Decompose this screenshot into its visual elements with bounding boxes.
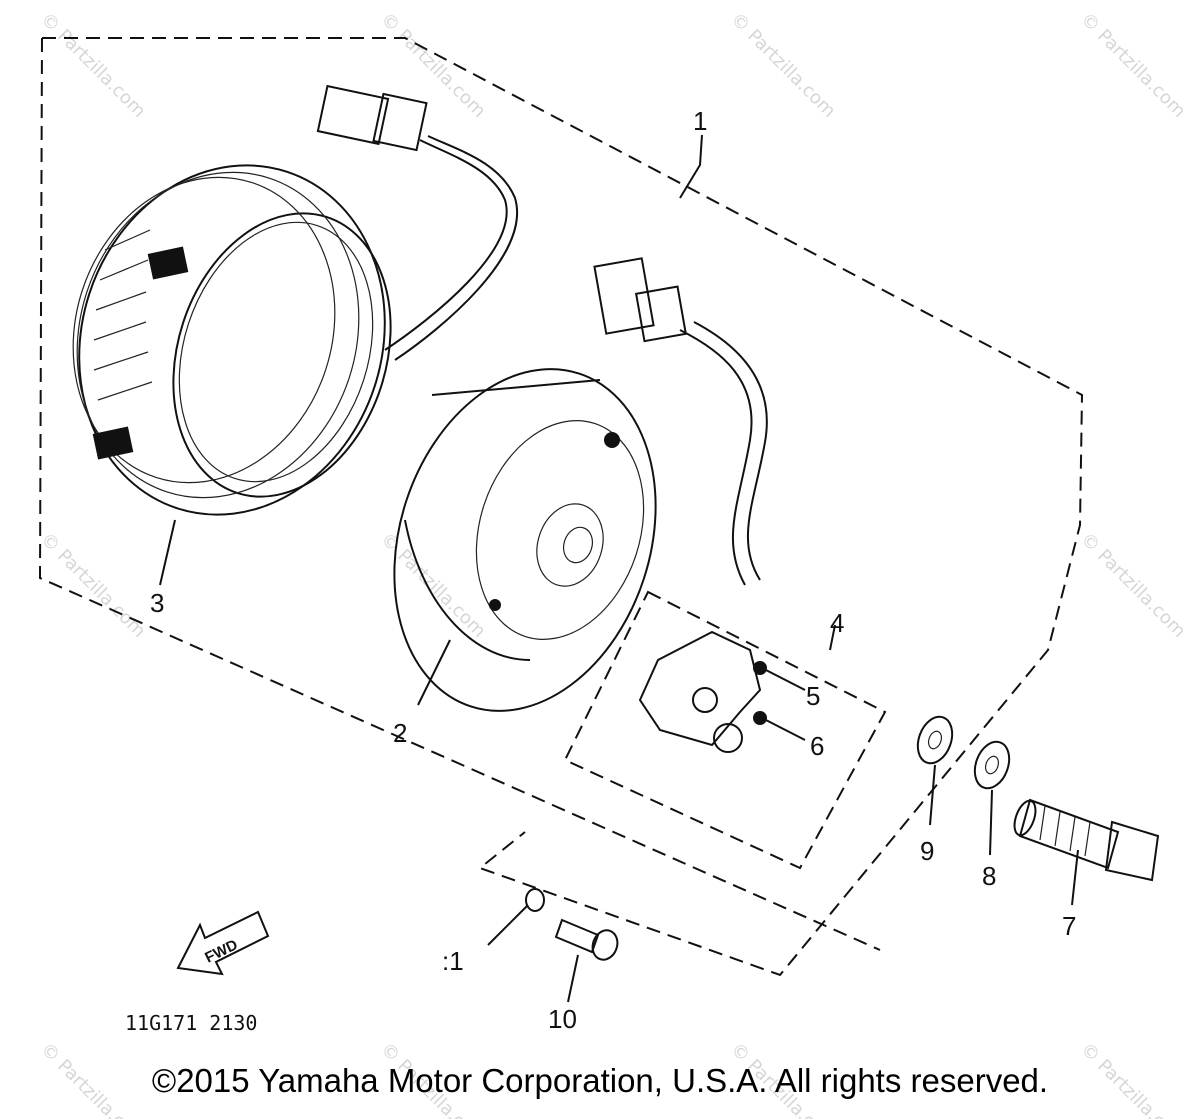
pickup-outline [563,590,887,870]
assembly-outline-left [38,37,881,951]
pickup-coil [638,630,767,753]
fwd-label: FWD [202,936,240,966]
flywheel-rotor [393,368,657,712]
callout-1-top: 1 [693,106,707,136]
callout-10: 10 [548,1004,577,1034]
callout-8: 8 [982,861,996,891]
watermark: © Partzilla.com [1076,529,1189,642]
screw-10 [554,918,619,961]
copyright-text: ©2015 Yamaha Motor Corporation, U.S.A. A… [151,1062,1049,1099]
lock-washer-8 [973,740,1011,790]
watermark: © Partzilla.com [36,529,149,642]
watermark: © Partzilla.com [376,9,489,122]
bolt-7 [1013,798,1160,882]
callout-5: 5 [806,681,820,711]
callout-4: 4 [830,608,844,638]
washer-9 [916,715,954,765]
watermark: © Partzilla.com [36,9,149,122]
washer-1 [525,888,545,912]
pickup-lead [593,257,768,586]
callout-9: 9 [920,836,934,866]
callout-1-bottom: :1 [442,946,464,976]
fwd-arrow-icon: FWD [176,910,270,976]
diagram-code: 11G171 2130 [125,1011,257,1035]
assembly-outline [42,37,1084,977]
callout-7: 7 [1062,911,1076,941]
callout-6: 6 [810,731,824,761]
watermark: © Partzilla.com [1076,9,1189,122]
leader-lines [159,134,1079,1003]
callout-3: 3 [150,588,164,618]
callout-2: 2 [393,718,407,748]
stator-lead [316,84,518,361]
stator-coil [72,164,392,516]
watermark: © Partzilla.com [726,9,839,122]
watermark: © Partzilla.com [376,529,489,642]
